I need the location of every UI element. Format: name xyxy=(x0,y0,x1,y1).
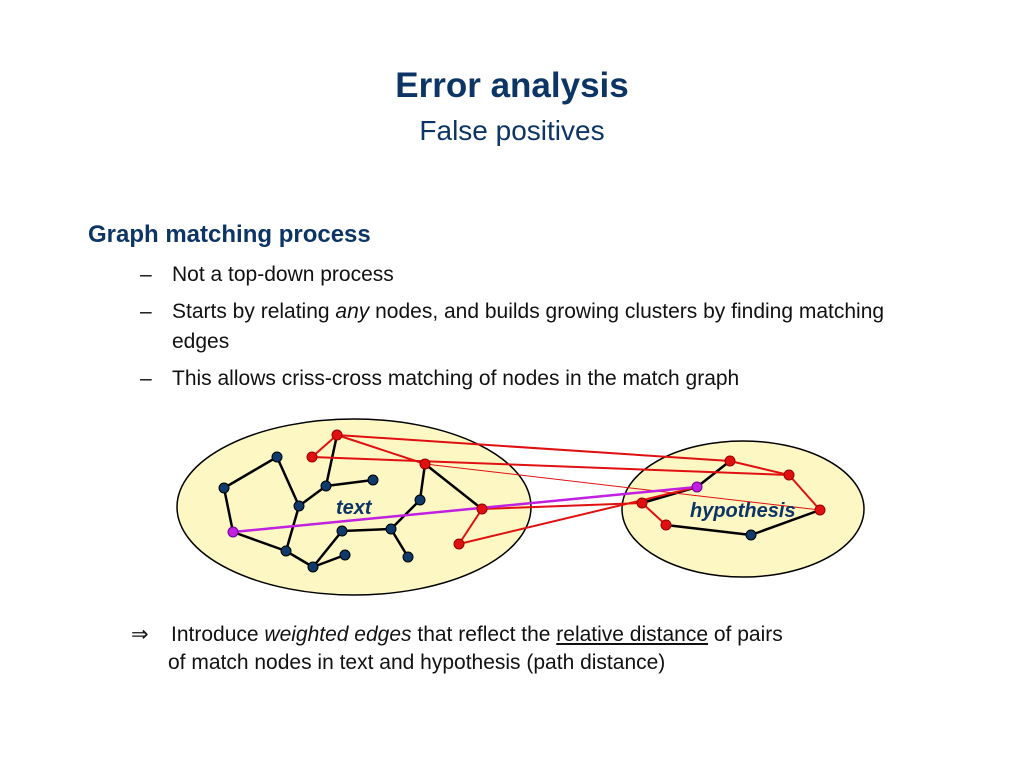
graph-node xyxy=(307,561,319,573)
slide-title: Error analysis xyxy=(395,66,629,105)
graph-node xyxy=(476,503,488,515)
conclusion-post: of pairs xyxy=(708,623,783,646)
graph-node xyxy=(320,480,332,492)
dark-nodes xyxy=(218,451,757,573)
conclusion-pre: Introduce xyxy=(171,623,265,646)
graph-node xyxy=(339,549,351,561)
bullet-text: This allows criss-cross matching of node… xyxy=(172,367,740,390)
graph-node xyxy=(453,538,465,550)
magenta-nodes xyxy=(227,481,703,538)
bullet-dash: – xyxy=(140,367,152,390)
graph-node xyxy=(367,474,379,486)
graph-node xyxy=(331,429,343,441)
graph-node xyxy=(293,500,305,512)
graph-node xyxy=(414,494,426,506)
bullet-item: – This allows criss-cross matching of no… xyxy=(140,364,940,394)
bullet-dash: – xyxy=(140,263,152,286)
bullet-text-pre: Starts by relating xyxy=(172,300,336,323)
implies-arrow-icon: ⇒ xyxy=(131,623,149,646)
graph-node xyxy=(306,451,318,463)
graph-node xyxy=(385,523,397,535)
graph-node xyxy=(402,551,414,563)
graph-node xyxy=(227,526,239,538)
graph-node xyxy=(280,545,292,557)
graph-node xyxy=(636,497,648,509)
bullet-list: – Not a top-down process – Starts by rel… xyxy=(140,260,940,401)
bullet-text-post: nodes, and builds growing clusters by fi… xyxy=(172,300,885,353)
match-edges xyxy=(311,434,821,545)
graph-node xyxy=(783,469,795,481)
conclusion-line2: of match nodes in text and hypothesis (p… xyxy=(168,651,666,674)
bullet-dash: – xyxy=(140,300,152,323)
text-graph-label: text xyxy=(336,497,373,519)
magenta-match-edge xyxy=(232,485,698,534)
conclusion: ⇒ Introduce weighted edges that reflect t… xyxy=(131,621,951,677)
graph-node xyxy=(336,525,348,537)
graph-node xyxy=(724,455,736,467)
graph-node xyxy=(419,458,431,470)
graph-node xyxy=(218,482,230,494)
conclusion-mid: that reflect the xyxy=(411,623,557,646)
graph-node xyxy=(691,481,703,493)
graph-node xyxy=(660,519,672,531)
bullet-emphasis: any xyxy=(335,300,370,323)
conclusion-underlined: relative distance xyxy=(556,623,709,646)
graph-match-diagram: text hypothesis xyxy=(176,418,865,596)
bullet-item: – Not a top-down process xyxy=(140,260,940,290)
conclusion-emphasis: weighted edges xyxy=(264,623,412,646)
hypothesis-graph-label: hypothesis xyxy=(690,500,796,522)
graph-node xyxy=(745,529,757,541)
graph-node xyxy=(814,504,826,516)
hypothesis-graph-ellipse xyxy=(621,440,865,578)
graph-node xyxy=(271,451,283,463)
slide-subtitle: False positives xyxy=(419,115,605,146)
section-heading: Graph matching process xyxy=(88,221,371,248)
bullet-item: – Starts by relating any nodes, and buil… xyxy=(140,297,940,357)
bullet-text: Not a top-down process xyxy=(172,263,394,286)
red-nodes xyxy=(306,429,826,550)
